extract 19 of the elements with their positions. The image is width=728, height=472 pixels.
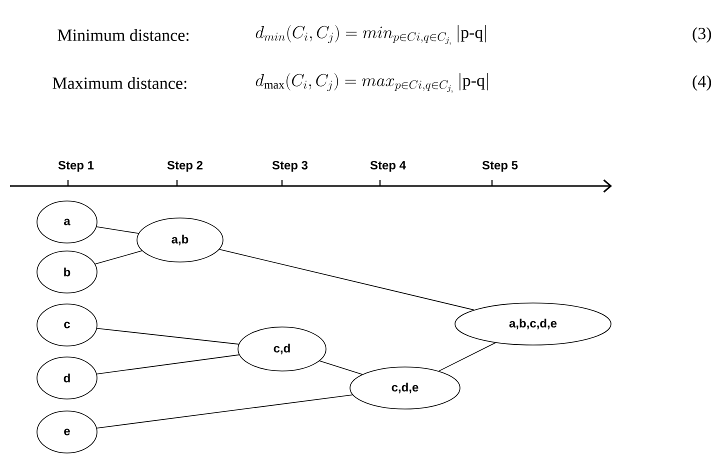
- step-label: Step 1: [58, 160, 94, 172]
- step-label: Step 5: [482, 160, 518, 172]
- connector-line: [319, 360, 363, 375]
- equation-number: (3): [692, 27, 712, 43]
- formula: $d_{min}(C_i,C_j) = min_{p\in Ci,q\in C_{j_,}}\,\mathrm{|p{\hbox{-}}q|}$: [256, 25, 486, 45]
- connector-line: [96, 226, 139, 234]
- formula-label: Minimum distance:: [58, 28, 189, 42]
- equation-number: (4): [692, 75, 712, 91]
- connector-line: [96, 354, 240, 374]
- step-label: Step 4: [370, 160, 406, 172]
- connector-line: [96, 394, 353, 429]
- connector-line: [94, 250, 142, 264]
- formula: $d_{\max}(C_i,C_j) = max_{p\in Ci,q\in C_{j_,}}\,\mathrm{|p{\hbox{-}}q|}$: [256, 73, 488, 93]
- step-label: Step 3: [272, 160, 308, 172]
- step-label: Step 2: [167, 160, 203, 172]
- formula-label: Maximum distance:: [52, 76, 186, 90]
- connector-line: [438, 342, 496, 372]
- connector-line: [96, 328, 240, 345]
- connector-line: [219, 248, 474, 310]
